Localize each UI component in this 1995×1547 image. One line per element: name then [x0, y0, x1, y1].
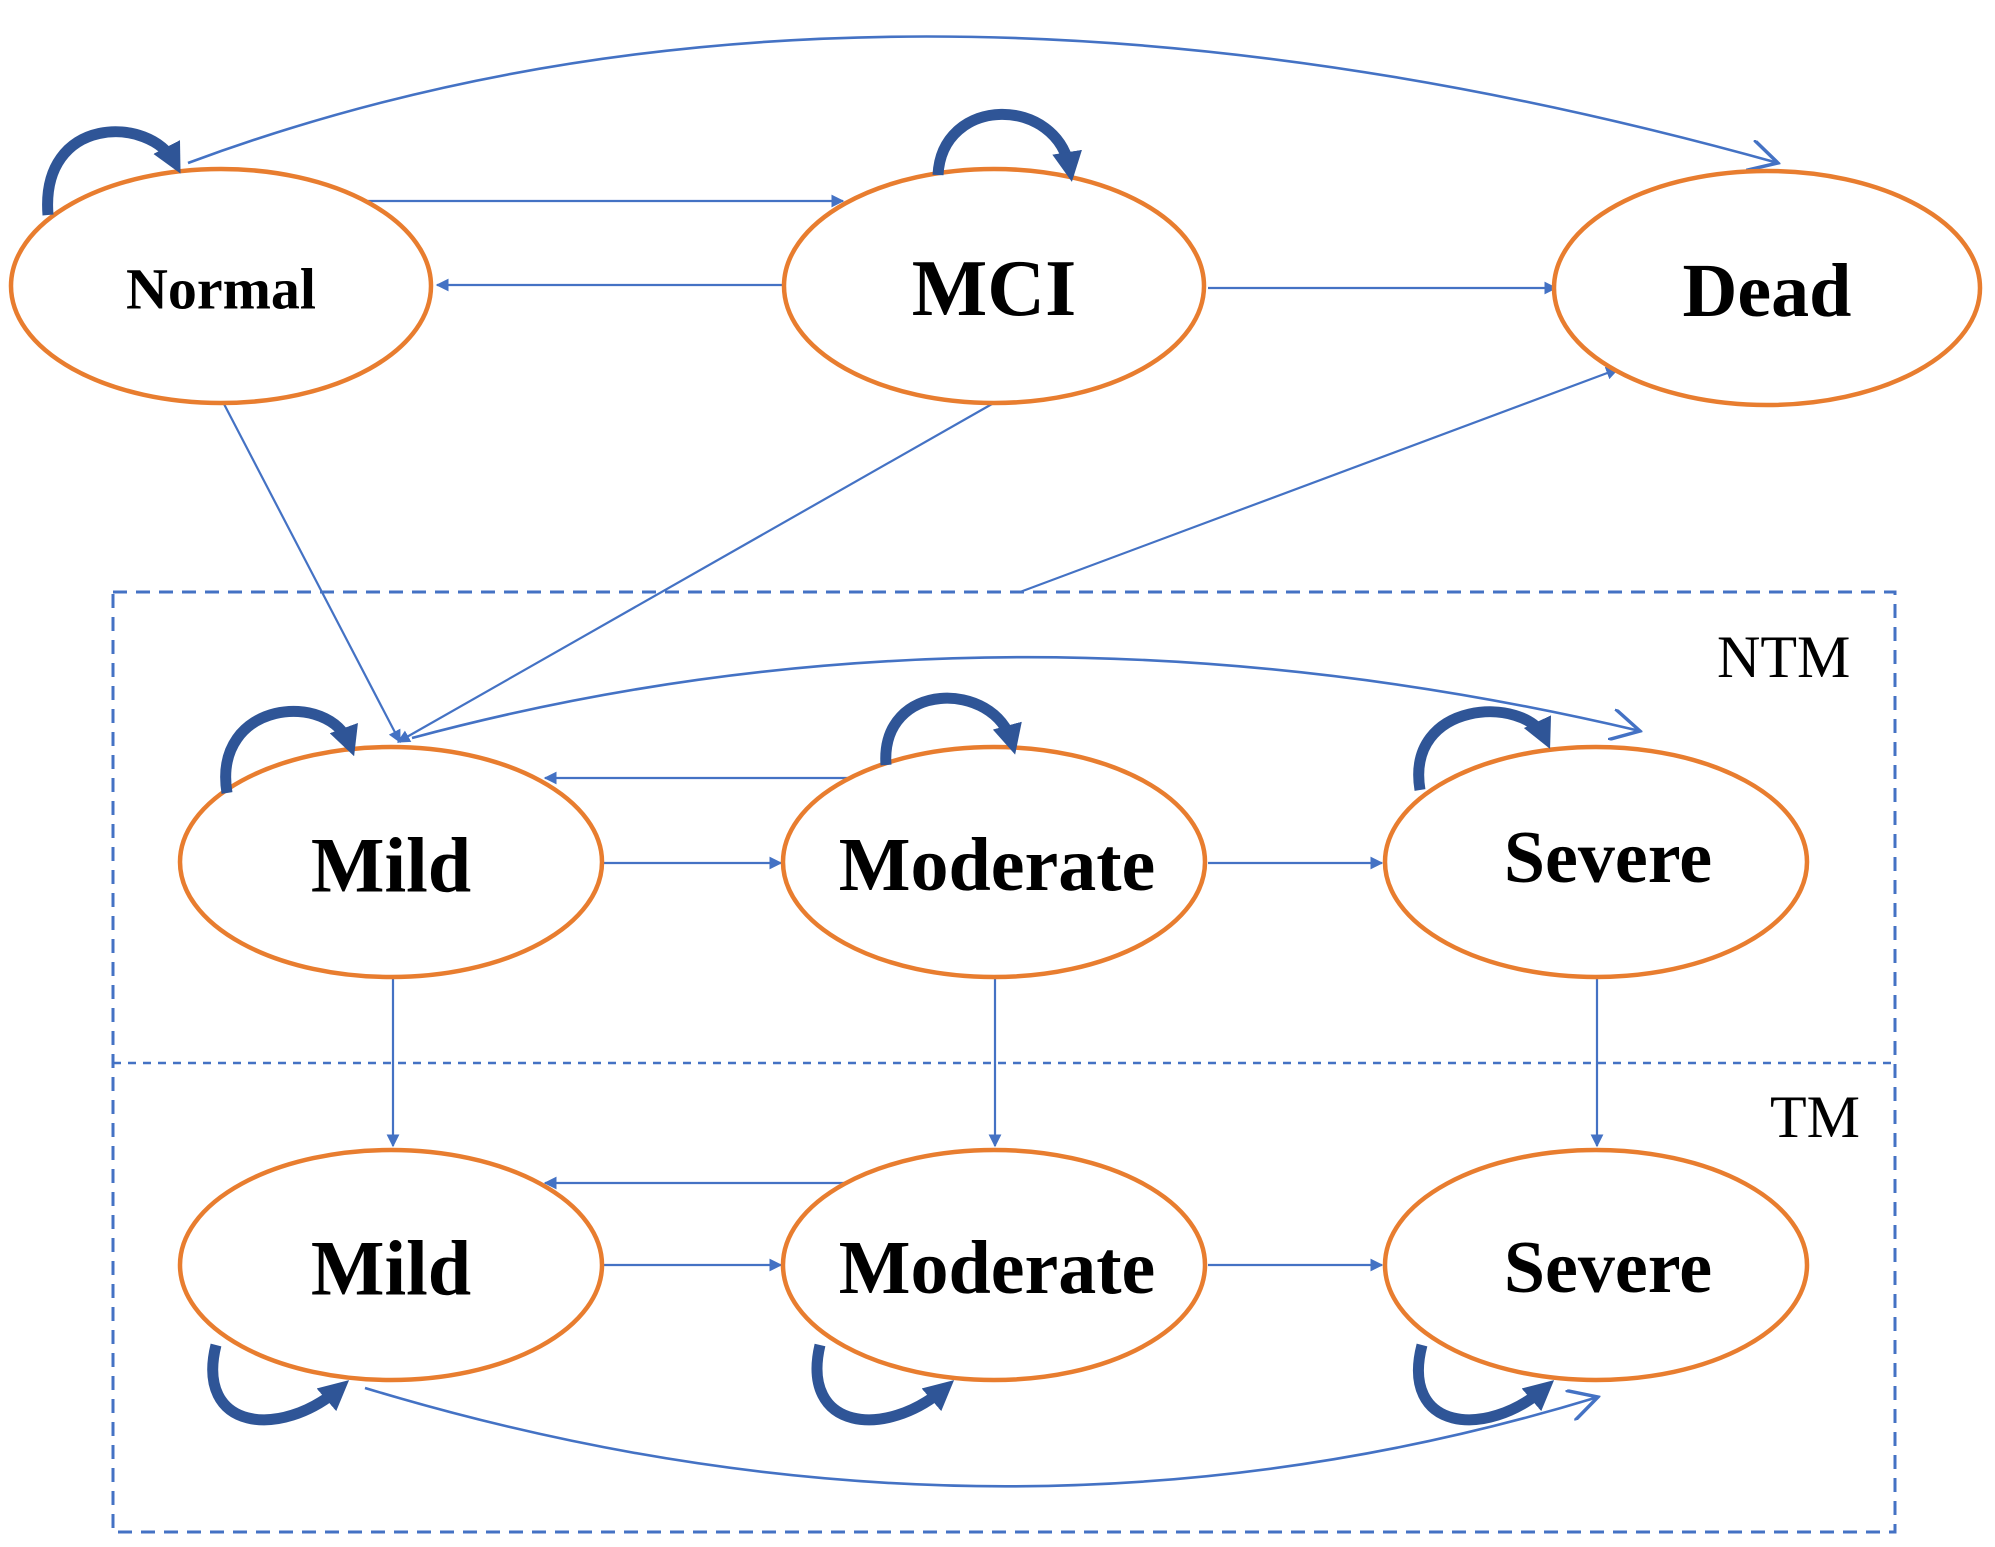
self-loop-ntm-moderate	[880, 692, 1022, 766]
self-loop-tm-severe	[1413, 1343, 1555, 1426]
label-tm-mild: Mild	[311, 1225, 471, 1312]
self-loop-normal	[42, 126, 181, 216]
edge-normal-to-dead	[187, 35, 1778, 164]
state-dead	[1551, 168, 1983, 408]
label-normal: Normal	[126, 257, 316, 322]
transitions	[187, 35, 1778, 1488]
edge-normal-to-ntm-mild	[223, 403, 401, 744]
edge-mci-to-ntm-mild	[396, 403, 993, 743]
state-normal	[8, 166, 434, 406]
self-loop-ntm-mild	[220, 705, 358, 794]
state-tm-mild	[177, 1147, 605, 1383]
group-label-ntm: NTM	[1717, 624, 1850, 690]
edge-ntm-mild-to-severe	[411, 655, 1640, 738]
group-label-tm: TM	[1770, 1084, 1860, 1150]
label-ntm-severe: Severe	[1504, 817, 1712, 899]
state-tm-moderate	[780, 1147, 1208, 1383]
self-loop-tm-moderate	[811, 1343, 955, 1426]
state-mci	[781, 166, 1207, 406]
self-loops	[42, 108, 1555, 1426]
state-ntm-mild	[177, 744, 605, 980]
state-labels: Normal MCI Dead Mild Moderate Severe Mil…	[126, 245, 1851, 1312]
state-ntm-severe	[1382, 744, 1810, 980]
label-mci: MCI	[912, 245, 1076, 333]
label-tm-severe: Severe	[1504, 1227, 1712, 1309]
state-tm-severe	[1382, 1147, 1810, 1383]
self-loop-mci	[932, 108, 1082, 182]
label-ntm-moderate: Moderate	[839, 823, 1156, 907]
self-loop-ntm-severe	[1413, 706, 1551, 791]
label-dead: Dead	[1683, 249, 1852, 333]
label-tm-moderate: Moderate	[839, 1226, 1156, 1310]
label-ntm-mild: Mild	[311, 822, 471, 909]
states	[8, 166, 1983, 1383]
self-loop-tm-mild	[207, 1343, 350, 1426]
edge-tm-mild-to-severe	[364, 1386, 1598, 1488]
edge-ntm-group-to-dead	[1019, 366, 1620, 594]
